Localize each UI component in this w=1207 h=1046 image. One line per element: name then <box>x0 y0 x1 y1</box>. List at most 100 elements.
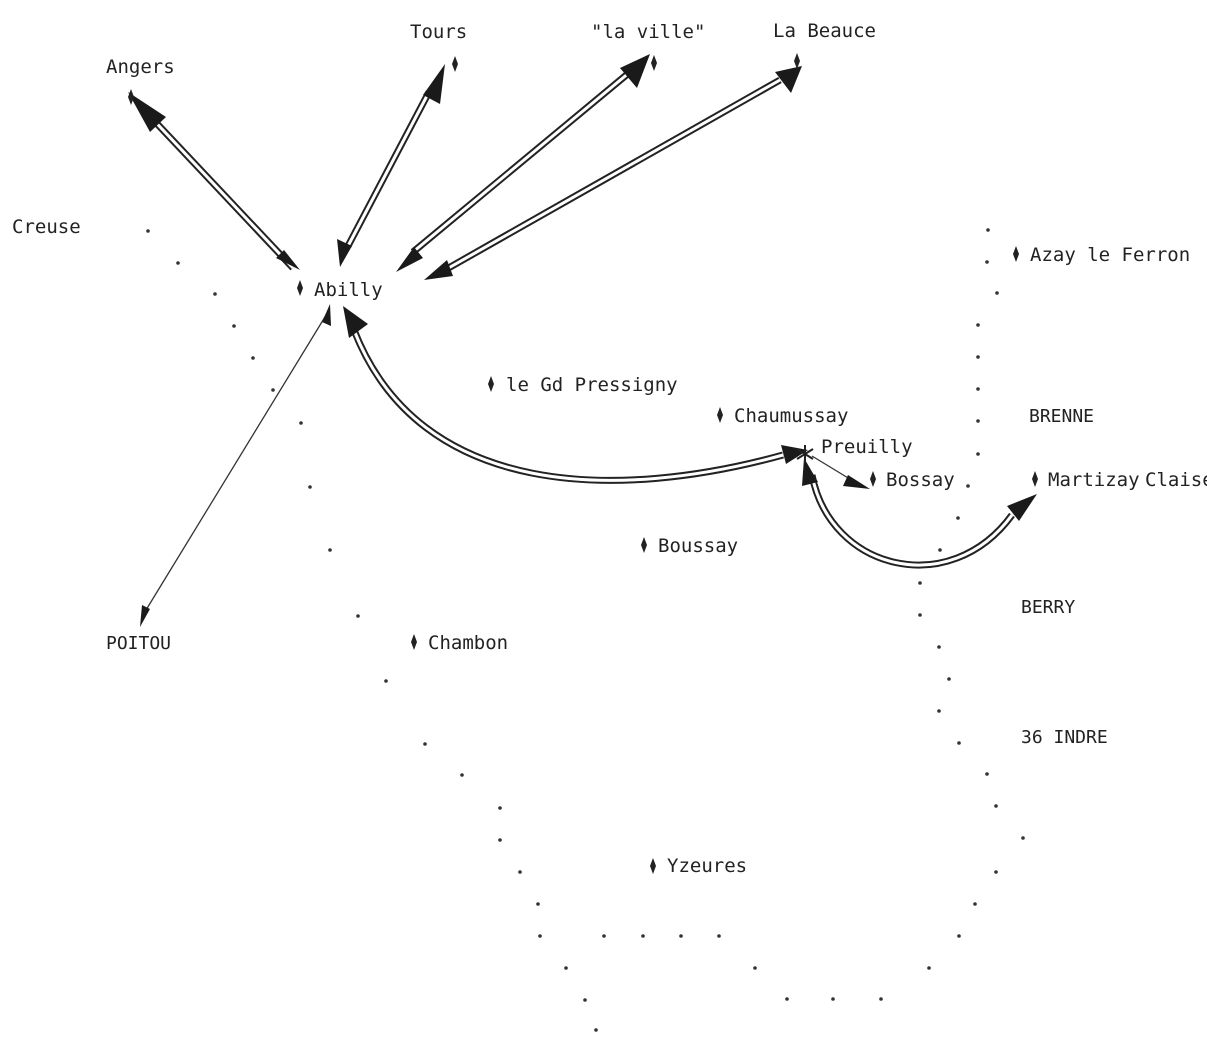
diamond-icon <box>717 407 723 423</box>
border-dot <box>536 902 540 906</box>
arrowhead-icon <box>781 445 808 464</box>
diamond-icon <box>651 55 657 71</box>
border-dot <box>937 709 941 713</box>
border-dot <box>460 773 464 777</box>
border-dot <box>976 387 980 391</box>
diamond-icon <box>641 537 647 553</box>
place-label-martizay: Martizay <box>1048 469 1140 491</box>
border-dot <box>937 645 941 649</box>
border-dot <box>583 998 587 1002</box>
arrowhead-icon <box>128 92 166 132</box>
border-dot <box>271 388 275 392</box>
border-dot <box>985 260 989 264</box>
border-dot <box>976 323 980 327</box>
border-dot <box>717 934 721 938</box>
arrowheads <box>128 54 1037 627</box>
region-label-indre: 36 INDRE <box>1021 727 1108 748</box>
diamond-icon <box>650 858 656 874</box>
border-dot <box>918 613 922 617</box>
border-dot <box>602 934 606 938</box>
border-dot <box>956 516 960 520</box>
border-dot <box>356 614 360 618</box>
border-dot <box>947 677 951 681</box>
diamond-icon <box>794 53 800 69</box>
arrowhead-icon <box>343 306 368 338</box>
border-dot <box>299 421 303 425</box>
place-label-chambon: Chambon <box>428 632 508 654</box>
place-label-creuse: Creuse <box>12 216 81 238</box>
place-label-abilly: Abilly <box>314 279 383 301</box>
place-label-bossay: Bossay <box>886 469 955 491</box>
border-dot <box>423 742 427 746</box>
diamond-icon <box>452 56 458 72</box>
border-dot <box>538 934 542 938</box>
preuilly-star-icon <box>796 445 814 463</box>
place-label-yzeures: Yzeures <box>667 855 747 877</box>
place-label-angers: Angers <box>106 56 175 78</box>
diamond-icon <box>870 471 876 487</box>
border-dot <box>564 966 568 970</box>
border-dot <box>308 485 312 489</box>
place-label-chaumussay: Chaumussay <box>734 405 848 427</box>
place-label-preuilly: Preuilly <box>821 436 913 458</box>
border-dot <box>518 870 522 874</box>
border-dot <box>918 581 922 585</box>
arrowhead-icon <box>396 247 423 272</box>
border-dot <box>498 806 502 810</box>
border-dot <box>1021 836 1025 840</box>
arrowhead-icon <box>423 64 445 104</box>
region-label-berry: BERRY <box>1021 597 1075 618</box>
border-dot <box>879 997 883 1001</box>
diamond-icon <box>297 280 303 296</box>
town-markers <box>128 53 1038 874</box>
arrowhead-icon <box>775 66 802 93</box>
border-dot <box>973 902 977 906</box>
route-preuilly-abilly <box>350 328 784 484</box>
place-labels: Angers Tours "la ville" La Beauce Creuse… <box>12 20 1207 877</box>
arrowhead-icon <box>843 475 870 489</box>
diamond-icon <box>128 89 134 105</box>
diamond-icon <box>1032 471 1038 487</box>
border-dot <box>976 355 980 359</box>
border-dot <box>213 292 217 296</box>
border-dot <box>995 291 999 295</box>
border-dot <box>384 679 388 683</box>
border-dot <box>641 934 645 938</box>
diamond-icon <box>1013 246 1019 262</box>
place-label-azay-le-ferron: Azay le Ferron <box>1030 244 1190 266</box>
border-dot <box>994 804 998 808</box>
border-dot <box>251 356 255 360</box>
place-label-la-beauce: La Beauce <box>773 20 876 42</box>
route-preuilly-martizay <box>808 474 1015 569</box>
route-abilly-poitou <box>145 311 329 611</box>
border-dot <box>957 741 961 745</box>
border-dot <box>938 548 942 552</box>
department-border <box>146 228 1025 1032</box>
border-dot <box>986 228 990 232</box>
border-dot <box>976 419 980 423</box>
border-dot <box>976 452 980 456</box>
border-dot <box>957 934 961 938</box>
region-label-poitou: POITOU <box>106 633 171 654</box>
route-abilly-la-ville <box>410 69 633 255</box>
place-label-boussay: Boussay <box>658 535 738 557</box>
border-dot <box>679 934 683 938</box>
border-dot <box>176 261 180 265</box>
arrowhead-icon <box>802 458 818 486</box>
border-dot <box>498 838 502 842</box>
border-dot <box>994 870 998 874</box>
place-label-le-gd-pressigny: le Gd Pressigny <box>506 374 678 396</box>
arrowhead-icon <box>322 304 331 326</box>
diamond-icon <box>488 376 494 392</box>
arrowhead-icon <box>1007 494 1037 521</box>
route-labeauce-abilly <box>443 76 782 274</box>
border-dot <box>985 772 989 776</box>
border-dot <box>146 229 150 233</box>
region-label-brenne: BRENNE <box>1029 406 1094 427</box>
arrowhead-icon <box>620 54 650 88</box>
route-abilly-tours <box>344 90 433 248</box>
border-dot <box>232 324 236 328</box>
border-dot <box>753 966 757 970</box>
border-dot <box>831 997 835 1001</box>
